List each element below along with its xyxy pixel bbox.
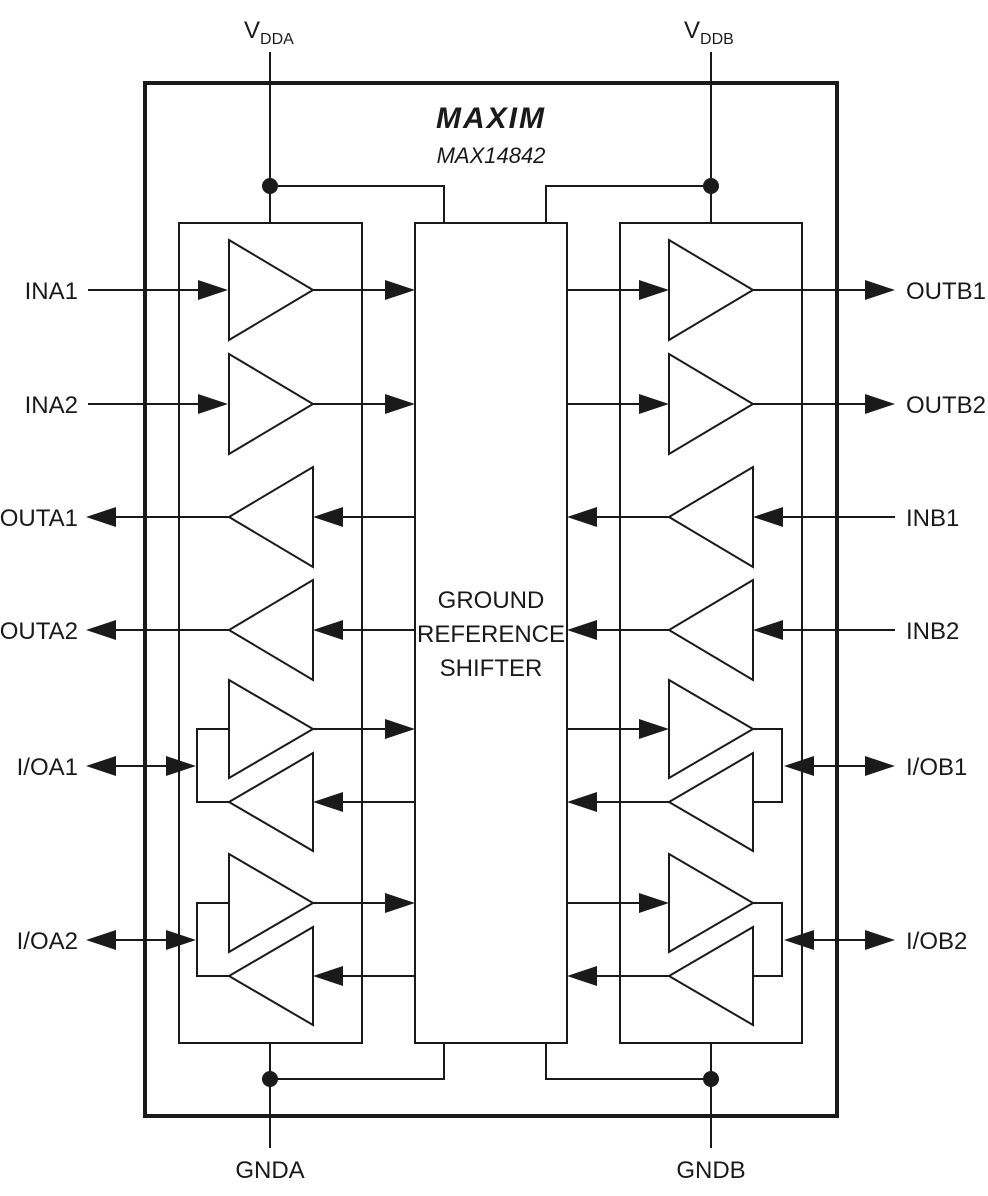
channel-ioa1 bbox=[86, 678, 415, 853]
gnda-label: GNDA bbox=[235, 1157, 304, 1184]
pin-iob2: I/OB2 bbox=[906, 928, 967, 955]
buffer-icon bbox=[668, 678, 755, 780]
pin-iob1: I/OB1 bbox=[906, 754, 967, 781]
pin-outa2: OUTA2 bbox=[0, 618, 78, 645]
buffer-icon bbox=[228, 238, 315, 342]
channel-iob1 bbox=[567, 678, 895, 853]
buffer-icon bbox=[227, 465, 314, 569]
buffer-icon bbox=[228, 352, 315, 456]
channel-ina1 bbox=[88, 238, 415, 342]
ground-reference-shifter bbox=[414, 222, 568, 1044]
channel-ina2 bbox=[88, 352, 415, 456]
channel-outa2 bbox=[86, 578, 415, 682]
pin-outa1: OUTA1 bbox=[0, 505, 78, 532]
buffer-icon bbox=[668, 238, 755, 342]
side-b-box bbox=[619, 222, 803, 1044]
pin-outb1: OUTB1 bbox=[906, 278, 986, 305]
channel-outb2 bbox=[567, 352, 895, 456]
core-label-line3: SHIFTER bbox=[440, 655, 543, 682]
channel-outb1 bbox=[567, 238, 895, 342]
side-a-box bbox=[178, 222, 363, 1044]
pin-ina1: INA1 bbox=[25, 278, 78, 305]
channel-outa1 bbox=[86, 465, 415, 569]
pin-outb2: OUTB2 bbox=[906, 392, 986, 419]
channel-inb2 bbox=[567, 578, 895, 682]
pin-ioa2: I/OA2 bbox=[17, 928, 78, 955]
buffer-icon bbox=[667, 925, 754, 1027]
buffer-icon bbox=[667, 465, 754, 569]
buffer-icon bbox=[668, 852, 755, 954]
chip-outline bbox=[143, 81, 839, 1118]
part-number: MAX14842 bbox=[437, 143, 546, 168]
core-label-line1: GROUND bbox=[438, 587, 545, 614]
core-label-line2: REFERENCE bbox=[417, 621, 565, 648]
buffer-icon bbox=[227, 578, 314, 682]
channel-iob2 bbox=[567, 852, 895, 1027]
buffer-icon bbox=[667, 751, 754, 853]
channel-inb1 bbox=[567, 465, 895, 569]
vddb-label: VDDB bbox=[684, 17, 734, 48]
buffer-icon bbox=[667, 578, 754, 682]
pin-ina2: INA2 bbox=[25, 392, 78, 419]
pin-inb1: INB1 bbox=[906, 505, 959, 532]
vdda-label: VDDA bbox=[244, 17, 294, 48]
gndb-label: GNDB bbox=[676, 1157, 745, 1184]
power-rails bbox=[262, 52, 719, 223]
buffer-icon bbox=[668, 352, 755, 456]
channel-ioa2 bbox=[86, 852, 415, 1027]
maxim-logo: MAXIM bbox=[436, 102, 546, 135]
pin-ioa1: I/OA1 bbox=[17, 754, 78, 781]
pin-inb2: INB2 bbox=[906, 618, 959, 645]
ground-rails bbox=[262, 1043, 719, 1148]
